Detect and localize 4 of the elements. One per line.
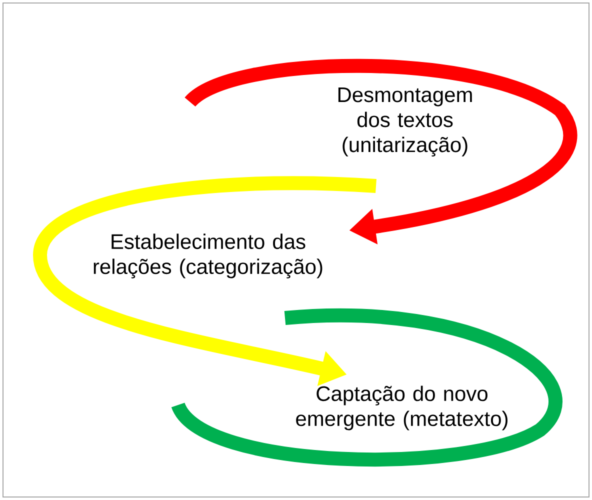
stage-text: Estabelecimento das relações (categorização) — [94, 234, 322, 278]
stage-text: Captação do novo emergente (metatexto) — [296, 386, 508, 430]
curved-arrow — [186, 58, 578, 244]
stage-text: Desmontagem dos textos (unitarização) — [338, 88, 472, 156]
